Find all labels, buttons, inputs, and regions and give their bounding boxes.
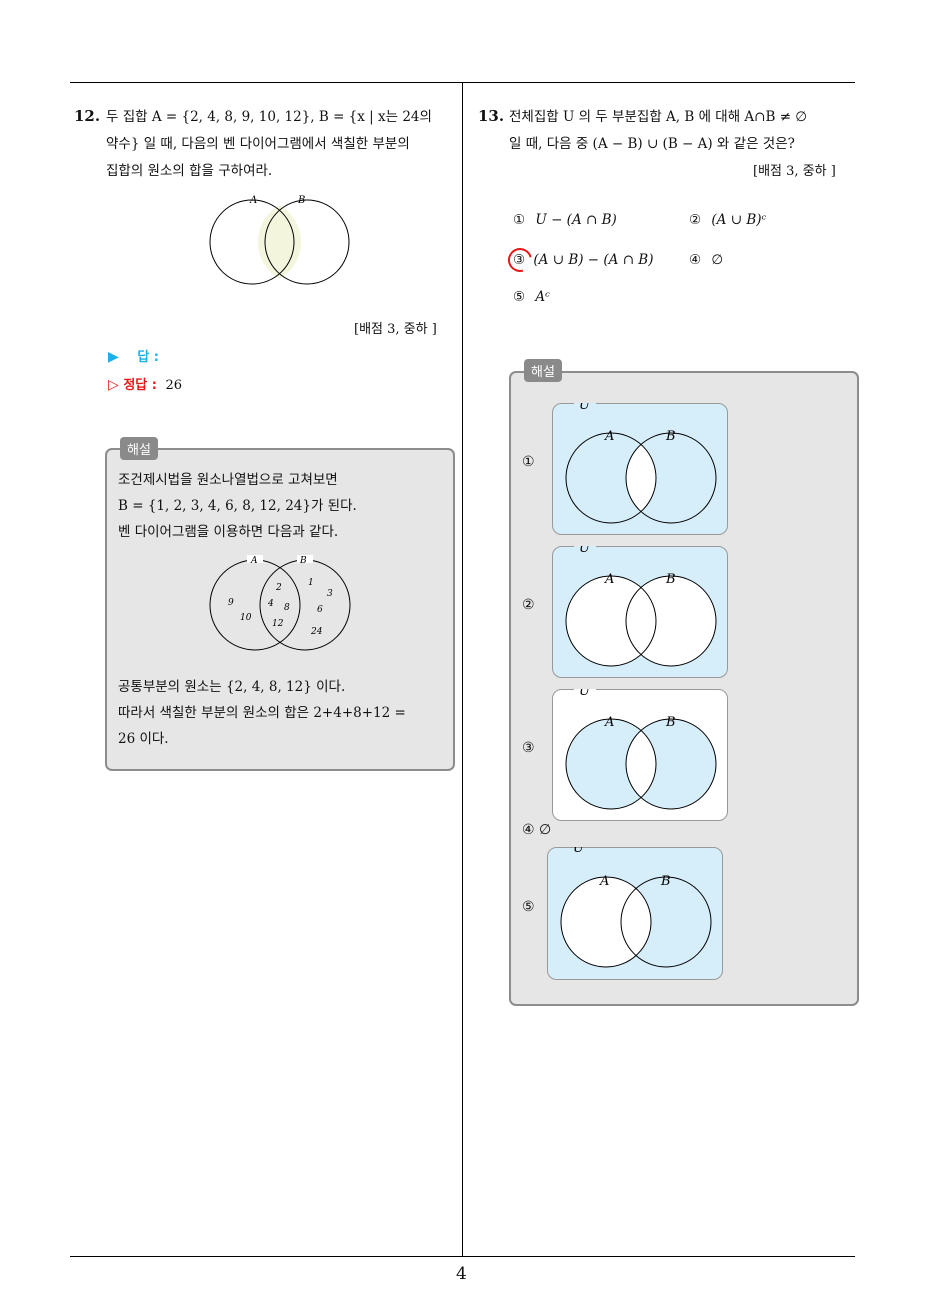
q12-exp-both-4: 12	[272, 619, 284, 629]
q13-line1: 전체집합 U 의 두 부분집합 A, B 에 대해 A∩B ≠ ∅	[509, 109, 808, 125]
q12-exp-line6: 26 이다.	[118, 731, 169, 747]
q12-exp-both-1: 2	[275, 583, 282, 593]
q13-opt2-b: B	[665, 572, 676, 587]
q12-explanation-badge: 해설	[120, 437, 158, 460]
q13-opt1-b: B	[665, 429, 676, 444]
q13-choice-4-text: ∅	[711, 252, 724, 268]
q13-opt2-a: A	[604, 572, 614, 587]
q13-opt3-a: A	[604, 715, 614, 730]
q13-opt5-u: U	[573, 847, 585, 856]
q12-exp-only-b-4: 24	[310, 627, 323, 637]
q13-choice-5[interactable]: ⑤ Aᶜ	[513, 289, 550, 305]
q13-choice-1[interactable]: ① U − (A ∩ B)	[513, 212, 617, 228]
q13-explanation-badge: 해설	[524, 359, 562, 382]
q12-exp-line1: 조건제시법을 원소나열법으로 고쳐보면	[118, 472, 338, 488]
q13-opt5-a: A	[599, 874, 609, 889]
q12-correct-row: ▷ 정답 : 26	[108, 374, 182, 393]
q13-option-1-label: ①	[522, 454, 535, 470]
q13-choice-1-text: U − (A ∩ B)	[535, 212, 617, 228]
q13-choice-3-text: (A ∪ B) − (A ∩ B)	[533, 252, 654, 268]
q13-line2: 일 때, 다음 중 (A − B) ∪ (B − A) 와 같은 것은?	[509, 136, 795, 152]
q13-opt3-b: B	[665, 715, 676, 730]
q12-correct-label: 정답 :	[123, 378, 157, 393]
q12-exp-line2: B = {1, 2, 3, 4, 6, 8, 12, 24}가 된다.	[118, 498, 357, 514]
q12-exp-venn-label-b: B	[299, 556, 307, 566]
q13-choice-3[interactable]: ③ (A ∪ B) − (A ∩ B)	[513, 252, 654, 268]
q12-exp-only-b-1: 1	[308, 578, 314, 588]
q13-option-2-label: ②	[522, 597, 535, 613]
q13-choice-4[interactable]: ④ ∅	[689, 252, 723, 268]
q12-exp-line4: 공통부분의 원소는 {2, 4, 8, 12} 이다.	[118, 679, 346, 695]
q13-opt5-b: B	[660, 874, 671, 889]
q12-exp-only-b-3: 6	[317, 605, 323, 615]
q13-opt1-a: A	[604, 429, 614, 444]
q13-option-4-label: ④ ∅	[522, 822, 552, 838]
q13-venn-option-2: U A B	[552, 546, 728, 678]
q12-exp-only-b-2: 3	[327, 589, 333, 599]
play-arrow-icon: ▶	[108, 349, 119, 365]
q13-venn-option-1: U A B	[552, 403, 728, 535]
q13-choice-2-text: (A ∪ B)ᶜ	[711, 212, 767, 228]
q12-score: [배점 3, 중하 ]	[354, 322, 437, 337]
q12-line2: 약수} 일 때, 다음의 벤 다이어그램에서 색칠한 부분의	[106, 136, 410, 152]
q13-choice-2[interactable]: ② (A ∪ B)ᶜ	[689, 212, 766, 228]
q12-number: 12.	[74, 107, 101, 125]
q13-opt3-u: U	[579, 689, 591, 699]
q12-explanation-box	[105, 448, 455, 771]
q12-line3: 집합의 원소의 합을 구하여라.	[106, 163, 273, 179]
q13-number: 13.	[478, 107, 505, 125]
q12-exp-line3: 벤 다이어그램을 이용하면 다음과 같다.	[118, 524, 339, 540]
q13-choice-1-num: ①	[513, 212, 526, 228]
q13-opt1-u: U	[579, 403, 591, 413]
q12-exp-venn-diagram: A B 9 10 2 4 8 12 1 3 6 24	[209, 555, 351, 651]
q12-exp-line5: 따라서 색칠한 부분의 원소의 합은 2+4+8+12 =	[118, 705, 406, 721]
q13-choice-5-num: ⑤	[513, 289, 526, 305]
answer-circle-mark	[503, 243, 537, 277]
q13-choice-5-text: Aᶜ	[535, 289, 550, 305]
q12-venn-diagram: A B	[209, 195, 350, 285]
q12-answer-label: 답 :	[137, 350, 159, 365]
bottom-rule	[70, 1256, 855, 1257]
q12-venn-label-a: A	[249, 195, 257, 206]
q13-venn-option-3: U A B	[552, 689, 728, 821]
q12-exp-only-a-2: 10	[240, 613, 252, 623]
q13-opt2-u: U	[579, 546, 591, 556]
q12-exp-both-3: 8	[284, 603, 290, 613]
q12-venn-label-b: B	[297, 195, 305, 206]
q13-score: [배점 3, 중하 ]	[753, 164, 836, 179]
q13-option-3-label: ③	[522, 740, 535, 756]
outline-arrow-icon: ▷	[108, 377, 119, 393]
q12-correct-value: 26	[165, 378, 183, 393]
q12-exp-only-a-1: 9	[228, 598, 234, 608]
q13-option-5-label: ⑤	[522, 899, 535, 915]
q13-choice-4-num: ④	[689, 252, 702, 268]
page-number: 4	[456, 1264, 467, 1284]
q12-answer-row: ▶ 답 :	[108, 346, 159, 365]
q12-exp-both-2: 4	[267, 599, 274, 609]
q13-choice-2-num: ②	[689, 212, 702, 228]
column-divider	[462, 82, 463, 1257]
q12-line1: 두 집합 A = {2, 4, 8, 9, 10, 12}, B = {x | …	[106, 109, 432, 125]
q12-exp-venn-label-a: A	[250, 556, 258, 566]
q13-choice-3-num: ③	[513, 252, 526, 268]
q13-venn-option-5: U A B	[547, 847, 723, 980]
